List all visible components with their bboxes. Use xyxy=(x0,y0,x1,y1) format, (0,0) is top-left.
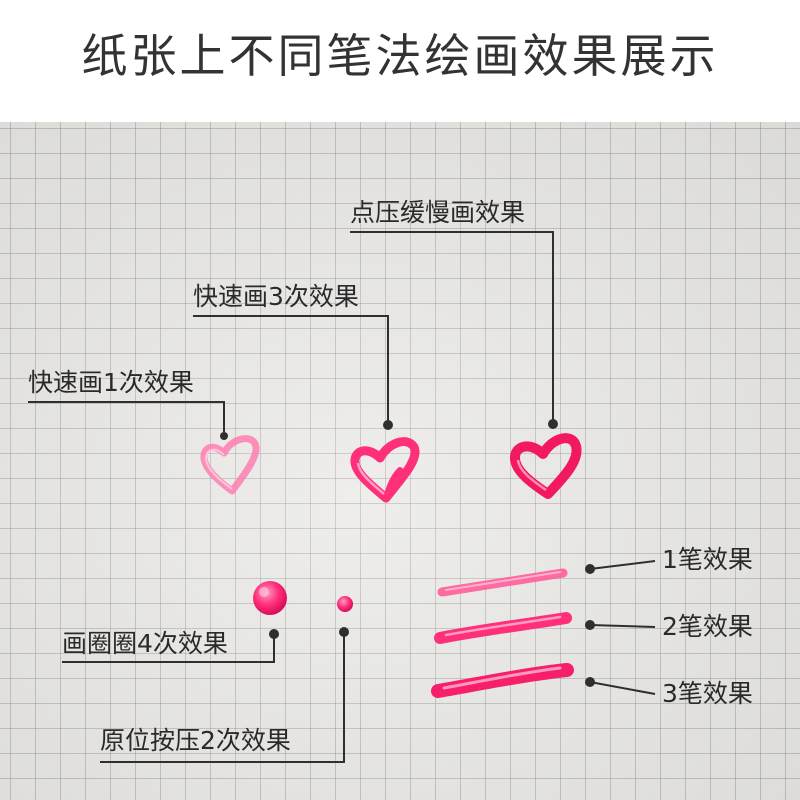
stroke-2 xyxy=(434,612,572,644)
heart-slow-press-highlight xyxy=(516,459,547,492)
heart-fast-3-tail xyxy=(383,467,403,501)
leader-line-stroke-2 xyxy=(589,624,656,628)
leader-dot-stroke-3 xyxy=(585,677,595,687)
dot-press-2 xyxy=(337,596,353,612)
grid-paper xyxy=(0,122,800,800)
label-stroke-3: 3笔效果 xyxy=(662,679,753,708)
dot-circle-4-sheen xyxy=(259,587,269,597)
label-press-2: 原位按压2次效果 xyxy=(100,726,291,755)
leader-line-circle-4 xyxy=(62,634,275,663)
label-slow-press: 点压缓慢画效果 xyxy=(350,198,526,227)
leader-dot-circle-4 xyxy=(269,629,279,639)
heart-fast-3 xyxy=(350,437,420,503)
leader-dot-press-2 xyxy=(339,627,349,637)
heart-slow-press xyxy=(510,433,582,499)
paper-shading xyxy=(0,122,800,800)
label-stroke-1: 1笔效果 xyxy=(662,545,753,574)
stroke-1 xyxy=(437,568,568,597)
stroke-3-highlight xyxy=(442,666,562,690)
leader-dot-fast-1 xyxy=(220,432,228,440)
label-stroke-2: 2笔效果 xyxy=(662,612,753,641)
heart-fast-3-highlight xyxy=(356,462,385,495)
leader-line-stroke-3 xyxy=(589,681,656,695)
leader-line-slow-press xyxy=(350,231,554,420)
leader-dot-stroke-1 xyxy=(585,564,595,574)
stroke-3 xyxy=(431,663,574,698)
leader-dot-stroke-2 xyxy=(585,620,595,630)
leader-dot-fast-3 xyxy=(383,420,393,430)
heart-fast-1 xyxy=(200,435,260,495)
stroke-2-highlight xyxy=(444,615,562,637)
leader-line-stroke-1 xyxy=(589,560,656,570)
label-fast-1: 快速画1次效果 xyxy=(28,368,194,397)
dot-circle-4 xyxy=(253,581,287,615)
label-fast-3: 快速画3次效果 xyxy=(193,282,359,311)
heart-fast-1-highlight xyxy=(204,448,233,490)
leader-dot-slow-press xyxy=(548,419,558,429)
leader-line-press-2 xyxy=(100,632,345,763)
label-circle-4: 画圈圈4次效果 xyxy=(62,629,228,658)
leader-line-fast-3 xyxy=(193,315,389,422)
leader-line-fast-1 xyxy=(28,401,225,432)
stroke-1-highlight xyxy=(445,571,561,591)
page-title: 纸张上不同笔法绘画效果展示 xyxy=(81,29,719,83)
header: 纸张上不同笔法绘画效果展示 xyxy=(0,0,800,122)
